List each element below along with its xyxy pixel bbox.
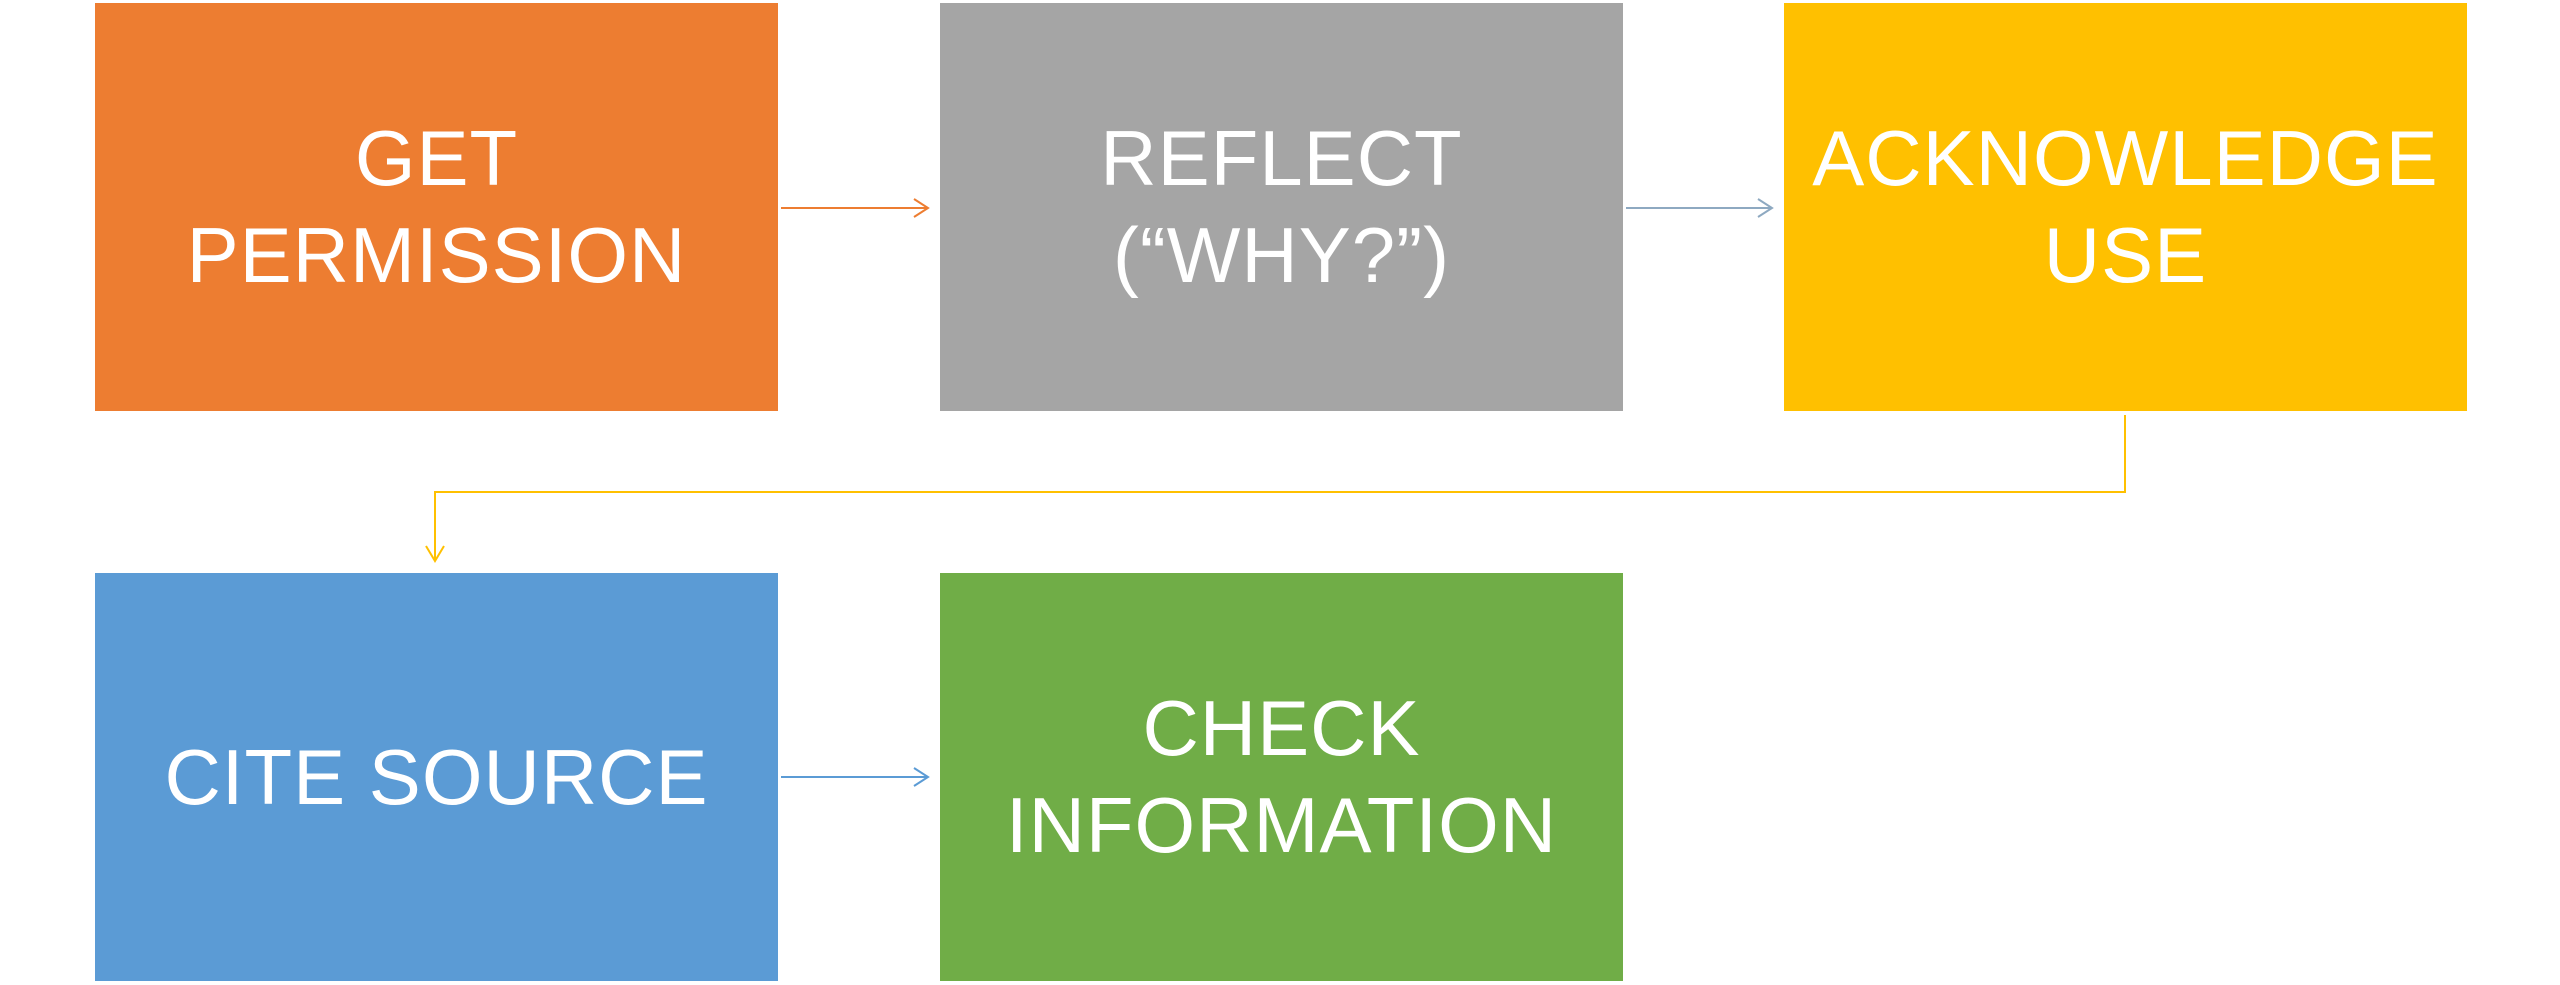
arrow-get-permission-to-reflect <box>781 198 930 218</box>
step-label-acknowledge-use: ACKNOWLEDGE USE <box>1812 114 2439 299</box>
arrow-cite-source-to-check-information <box>781 767 930 787</box>
step-cite-source: CITE SOURCE <box>95 573 778 981</box>
step-check-information: CHECK INFORMATION <box>940 573 1623 981</box>
step-acknowledge-use: ACKNOWLEDGE USE <box>1784 3 2467 411</box>
step-reflect: REFLECT (“WHY?”) <box>940 3 1623 411</box>
step-get-permission: GET PERMISSION <box>95 3 778 411</box>
step-label-get-permission: GET PERMISSION <box>186 114 687 299</box>
arrow-reflect-to-acknowledge <box>1626 198 1774 218</box>
step-label-check-information: CHECK INFORMATION <box>1005 684 1558 869</box>
arrow-acknowledge-to-cite-source <box>425 415 2126 563</box>
step-label-cite-source: CITE SOURCE <box>164 732 709 821</box>
step-label-reflect: REFLECT (“WHY?”) <box>1100 114 1463 299</box>
